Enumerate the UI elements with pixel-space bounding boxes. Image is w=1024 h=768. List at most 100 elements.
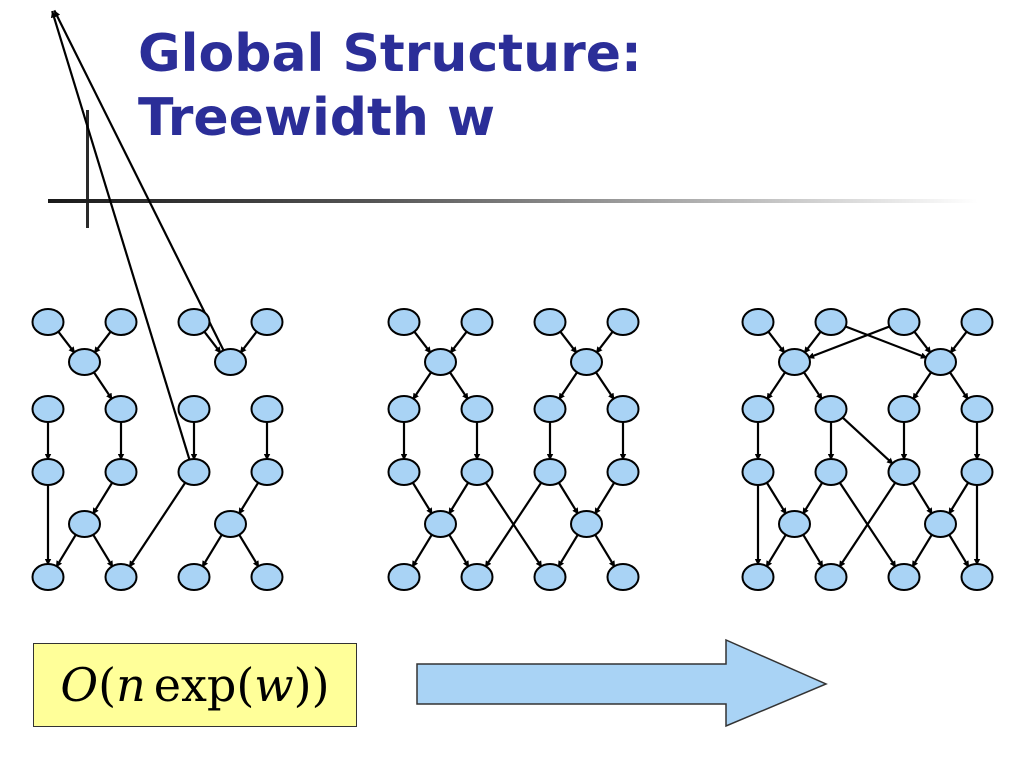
graph-node <box>177 395 211 423</box>
graph-node <box>814 458 848 486</box>
graph-node <box>533 308 567 336</box>
edge-arrow <box>841 416 895 466</box>
edge-arrow <box>593 481 616 516</box>
graph-node <box>533 458 567 486</box>
graph-node <box>387 563 421 591</box>
graph-node <box>68 348 101 376</box>
graph-node <box>177 458 211 486</box>
edge-arrow <box>558 330 578 355</box>
graph-node <box>741 308 775 336</box>
low-treewidth-graph <box>31 9 284 591</box>
graph-node <box>570 348 603 376</box>
edge-arrow <box>412 330 432 355</box>
edge-arrow <box>53 9 225 352</box>
graph-node <box>887 308 921 336</box>
formula-w: w <box>254 658 294 712</box>
graph-node <box>778 348 811 376</box>
edge-arrow <box>765 370 787 401</box>
edge-arrow <box>912 330 932 355</box>
edge-arrow <box>765 481 788 516</box>
graph-node <box>104 563 138 591</box>
formula-n: n <box>116 658 146 712</box>
graph-node <box>460 458 494 486</box>
graph-node <box>814 308 848 336</box>
edge-arrow <box>411 533 434 569</box>
medium-treewidth-graph <box>387 308 640 591</box>
edge-arrow <box>557 533 580 569</box>
graph-node <box>887 458 921 486</box>
graph-node <box>533 563 567 591</box>
slide-title: Global Structure: Treewidth w <box>138 22 642 150</box>
edge-arrow <box>838 481 897 569</box>
edge-arrow <box>911 533 934 569</box>
graph-node <box>606 308 640 336</box>
title-line-1: Global Structure: <box>138 24 642 84</box>
graph-node <box>387 308 421 336</box>
graph-node <box>960 395 994 423</box>
edge-arrow <box>947 481 970 516</box>
edge-arrow <box>844 325 928 360</box>
graph-node <box>960 563 994 591</box>
increasing-arrow <box>416 638 828 728</box>
formula-exp: exp <box>153 658 237 712</box>
edge-arrow <box>449 330 469 355</box>
graph-node <box>460 563 494 591</box>
edge-arrow <box>801 481 824 516</box>
high-treewidth-graph <box>741 308 994 591</box>
edge-arrow <box>128 481 187 569</box>
graph-node <box>741 563 775 591</box>
graph-node <box>104 395 138 423</box>
edge-arrow <box>595 330 615 355</box>
edge-arrow <box>239 330 259 355</box>
graph-node <box>387 395 421 423</box>
graph-node <box>814 563 848 591</box>
graph-node <box>741 395 775 423</box>
edge-arrow <box>557 481 580 516</box>
edge-arrow <box>91 481 114 516</box>
graph-node <box>424 510 457 538</box>
edge-arrow <box>55 533 78 569</box>
edge-arrow <box>56 330 76 355</box>
edge-arrow <box>947 533 970 569</box>
edge-arrow <box>911 481 934 516</box>
graph-node <box>924 510 957 538</box>
edge-arrow <box>911 370 933 401</box>
edge-arrow <box>447 481 470 516</box>
formula-paren-open: ( <box>98 658 117 712</box>
edge-arrow <box>201 533 224 569</box>
graph-node <box>778 510 811 538</box>
title-horizontal-rule <box>48 199 978 203</box>
graph-node <box>960 458 994 486</box>
graph-node <box>960 308 994 336</box>
formula-big-o: O <box>60 658 99 712</box>
increasing-arrow-shape <box>416 638 828 728</box>
graph-node <box>214 348 247 376</box>
edge-arrow <box>802 370 824 401</box>
title-line-2: Treewidth w <box>138 88 496 148</box>
edge-arrow <box>411 370 433 401</box>
graph-node <box>924 348 957 376</box>
graph-node <box>250 308 284 336</box>
title-vertical-rule <box>86 110 89 228</box>
edge-arrow <box>765 533 788 569</box>
graph-node <box>104 308 138 336</box>
graph-node <box>424 348 457 376</box>
edge-arrow <box>594 370 616 401</box>
graph-node <box>250 395 284 423</box>
graph-node <box>606 395 640 423</box>
graph-node <box>606 458 640 486</box>
edge-arrow <box>447 533 470 569</box>
formula-paren-open-inner: ( <box>236 658 255 712</box>
graph-node <box>31 458 65 486</box>
graph-node <box>250 458 284 486</box>
edge-arrow <box>448 370 470 401</box>
edge-arrow <box>92 370 114 401</box>
edge-arrow <box>766 330 786 355</box>
graph-node <box>533 395 567 423</box>
graph-node <box>887 395 921 423</box>
edge-arrow <box>202 330 222 355</box>
graph-node <box>570 510 603 538</box>
graph-node <box>460 395 494 423</box>
graph-node <box>814 395 848 423</box>
